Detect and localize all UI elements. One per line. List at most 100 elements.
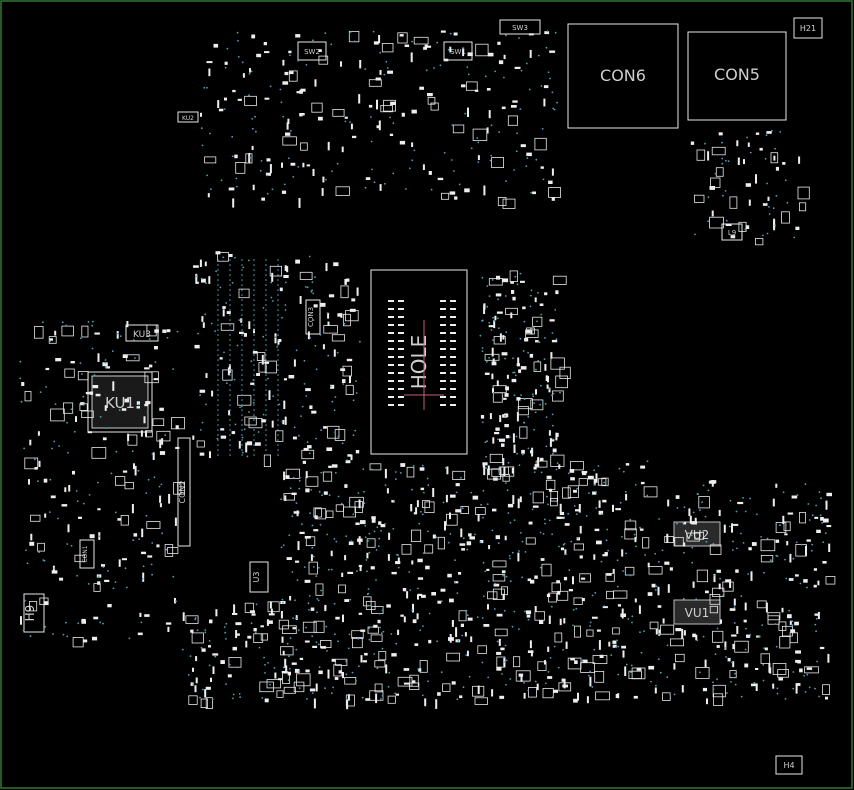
connector-con6[interactable]: CON6 — [567, 23, 679, 129]
via — [265, 309, 267, 311]
via — [253, 374, 255, 376]
via — [200, 127, 203, 130]
smd-footprint — [467, 617, 473, 621]
cpu-socket[interactable]: HOLE — [370, 269, 468, 455]
chip-ku2[interactable]: KU2 — [177, 111, 199, 123]
connector-con3[interactable]: CON3 — [305, 299, 321, 335]
smd-footprint — [495, 535, 500, 540]
smd-footprint — [530, 399, 544, 411]
via — [493, 608, 496, 610]
socket-pad — [398, 380, 404, 382]
smd-footprint — [227, 367, 230, 376]
smd-footprint — [260, 625, 264, 628]
smd-footprint — [285, 468, 301, 479]
via — [545, 416, 548, 418]
smd-footprint — [270, 608, 273, 616]
socket-pad — [388, 324, 394, 326]
smd-footprint — [797, 186, 810, 200]
smd-footprint — [694, 194, 705, 203]
connector-con5[interactable]: CON5 — [687, 31, 787, 121]
via — [629, 574, 632, 577]
via — [450, 159, 453, 161]
mounting-hole-h4[interactable]: H4 — [775, 755, 803, 775]
chip-vu1[interactable]: VU1 — [673, 599, 721, 625]
mounting-hole-h21[interactable]: H21 — [793, 17, 823, 39]
via — [317, 566, 320, 569]
via — [427, 484, 430, 487]
via — [505, 180, 507, 183]
via — [331, 400, 334, 403]
socket-pad — [398, 316, 404, 318]
via — [484, 75, 487, 78]
smd-footprint — [102, 437, 107, 441]
via — [775, 194, 778, 197]
smd-footprint — [440, 588, 446, 592]
via — [309, 512, 311, 515]
via — [284, 304, 287, 306]
smd-footprint — [647, 592, 653, 596]
via — [344, 120, 347, 123]
via — [298, 487, 301, 490]
via — [337, 495, 340, 498]
smd-footprint — [598, 640, 601, 650]
switch-sw2[interactable]: SW2 — [297, 41, 327, 61]
smd-footprint — [708, 480, 713, 484]
via — [265, 259, 267, 261]
smd-footprint — [775, 166, 779, 171]
smd-footprint — [657, 605, 662, 608]
via — [762, 679, 765, 682]
chip-ku3[interactable]: KU3 — [125, 324, 159, 342]
inductor-l9[interactable]: L9 — [721, 223, 743, 241]
smd-footprint — [288, 375, 295, 379]
via — [392, 499, 395, 502]
via — [265, 404, 267, 406]
via — [253, 274, 255, 276]
smd-footprint — [542, 688, 554, 699]
via — [231, 135, 234, 138]
chip-vu2[interactable]: VU2 — [673, 521, 721, 547]
via — [318, 490, 321, 493]
via — [527, 416, 530, 418]
smd-footprint — [330, 384, 335, 389]
smd-footprint — [283, 275, 289, 278]
smd-footprint — [370, 566, 375, 570]
smd-footprint — [304, 536, 311, 539]
chip-ku1[interactable]: KU1 — [87, 371, 153, 433]
via — [267, 662, 269, 664]
smd-footprint — [281, 671, 288, 674]
mounting-hole-h9[interactable]: H9 — [23, 593, 45, 633]
via — [529, 493, 532, 495]
smd-footprint — [345, 384, 354, 395]
smd-footprint — [92, 385, 99, 389]
via — [231, 281, 234, 284]
smd-footprint — [240, 318, 243, 323]
switch-sw1[interactable]: SW1 — [443, 41, 473, 61]
smd-footprint — [729, 579, 732, 588]
via — [492, 339, 494, 342]
via — [666, 644, 669, 647]
switch-sw3[interactable]: SW3 — [499, 19, 541, 35]
smd-footprint — [512, 100, 518, 103]
smd-footprint — [322, 471, 333, 482]
smd-footprint — [228, 410, 231, 416]
smd-footprint — [790, 629, 796, 633]
connector-con1[interactable]: CON1 — [79, 539, 95, 569]
smd-footprint — [736, 140, 739, 147]
via — [565, 553, 567, 555]
via — [265, 424, 267, 426]
via — [449, 533, 452, 535]
via — [657, 658, 660, 661]
chip-u3[interactable]: U3 — [249, 561, 269, 593]
smd-footprint — [222, 369, 233, 381]
via — [392, 122, 395, 125]
via — [691, 546, 694, 549]
smd-footprint — [83, 639, 88, 643]
via — [629, 518, 632, 521]
smd-footprint — [77, 371, 89, 381]
via — [453, 170, 455, 172]
via — [440, 671, 443, 674]
smd-footprint — [147, 555, 153, 558]
smd-footprint — [581, 471, 588, 474]
smd-footprint — [360, 520, 366, 525]
via — [253, 294, 255, 296]
